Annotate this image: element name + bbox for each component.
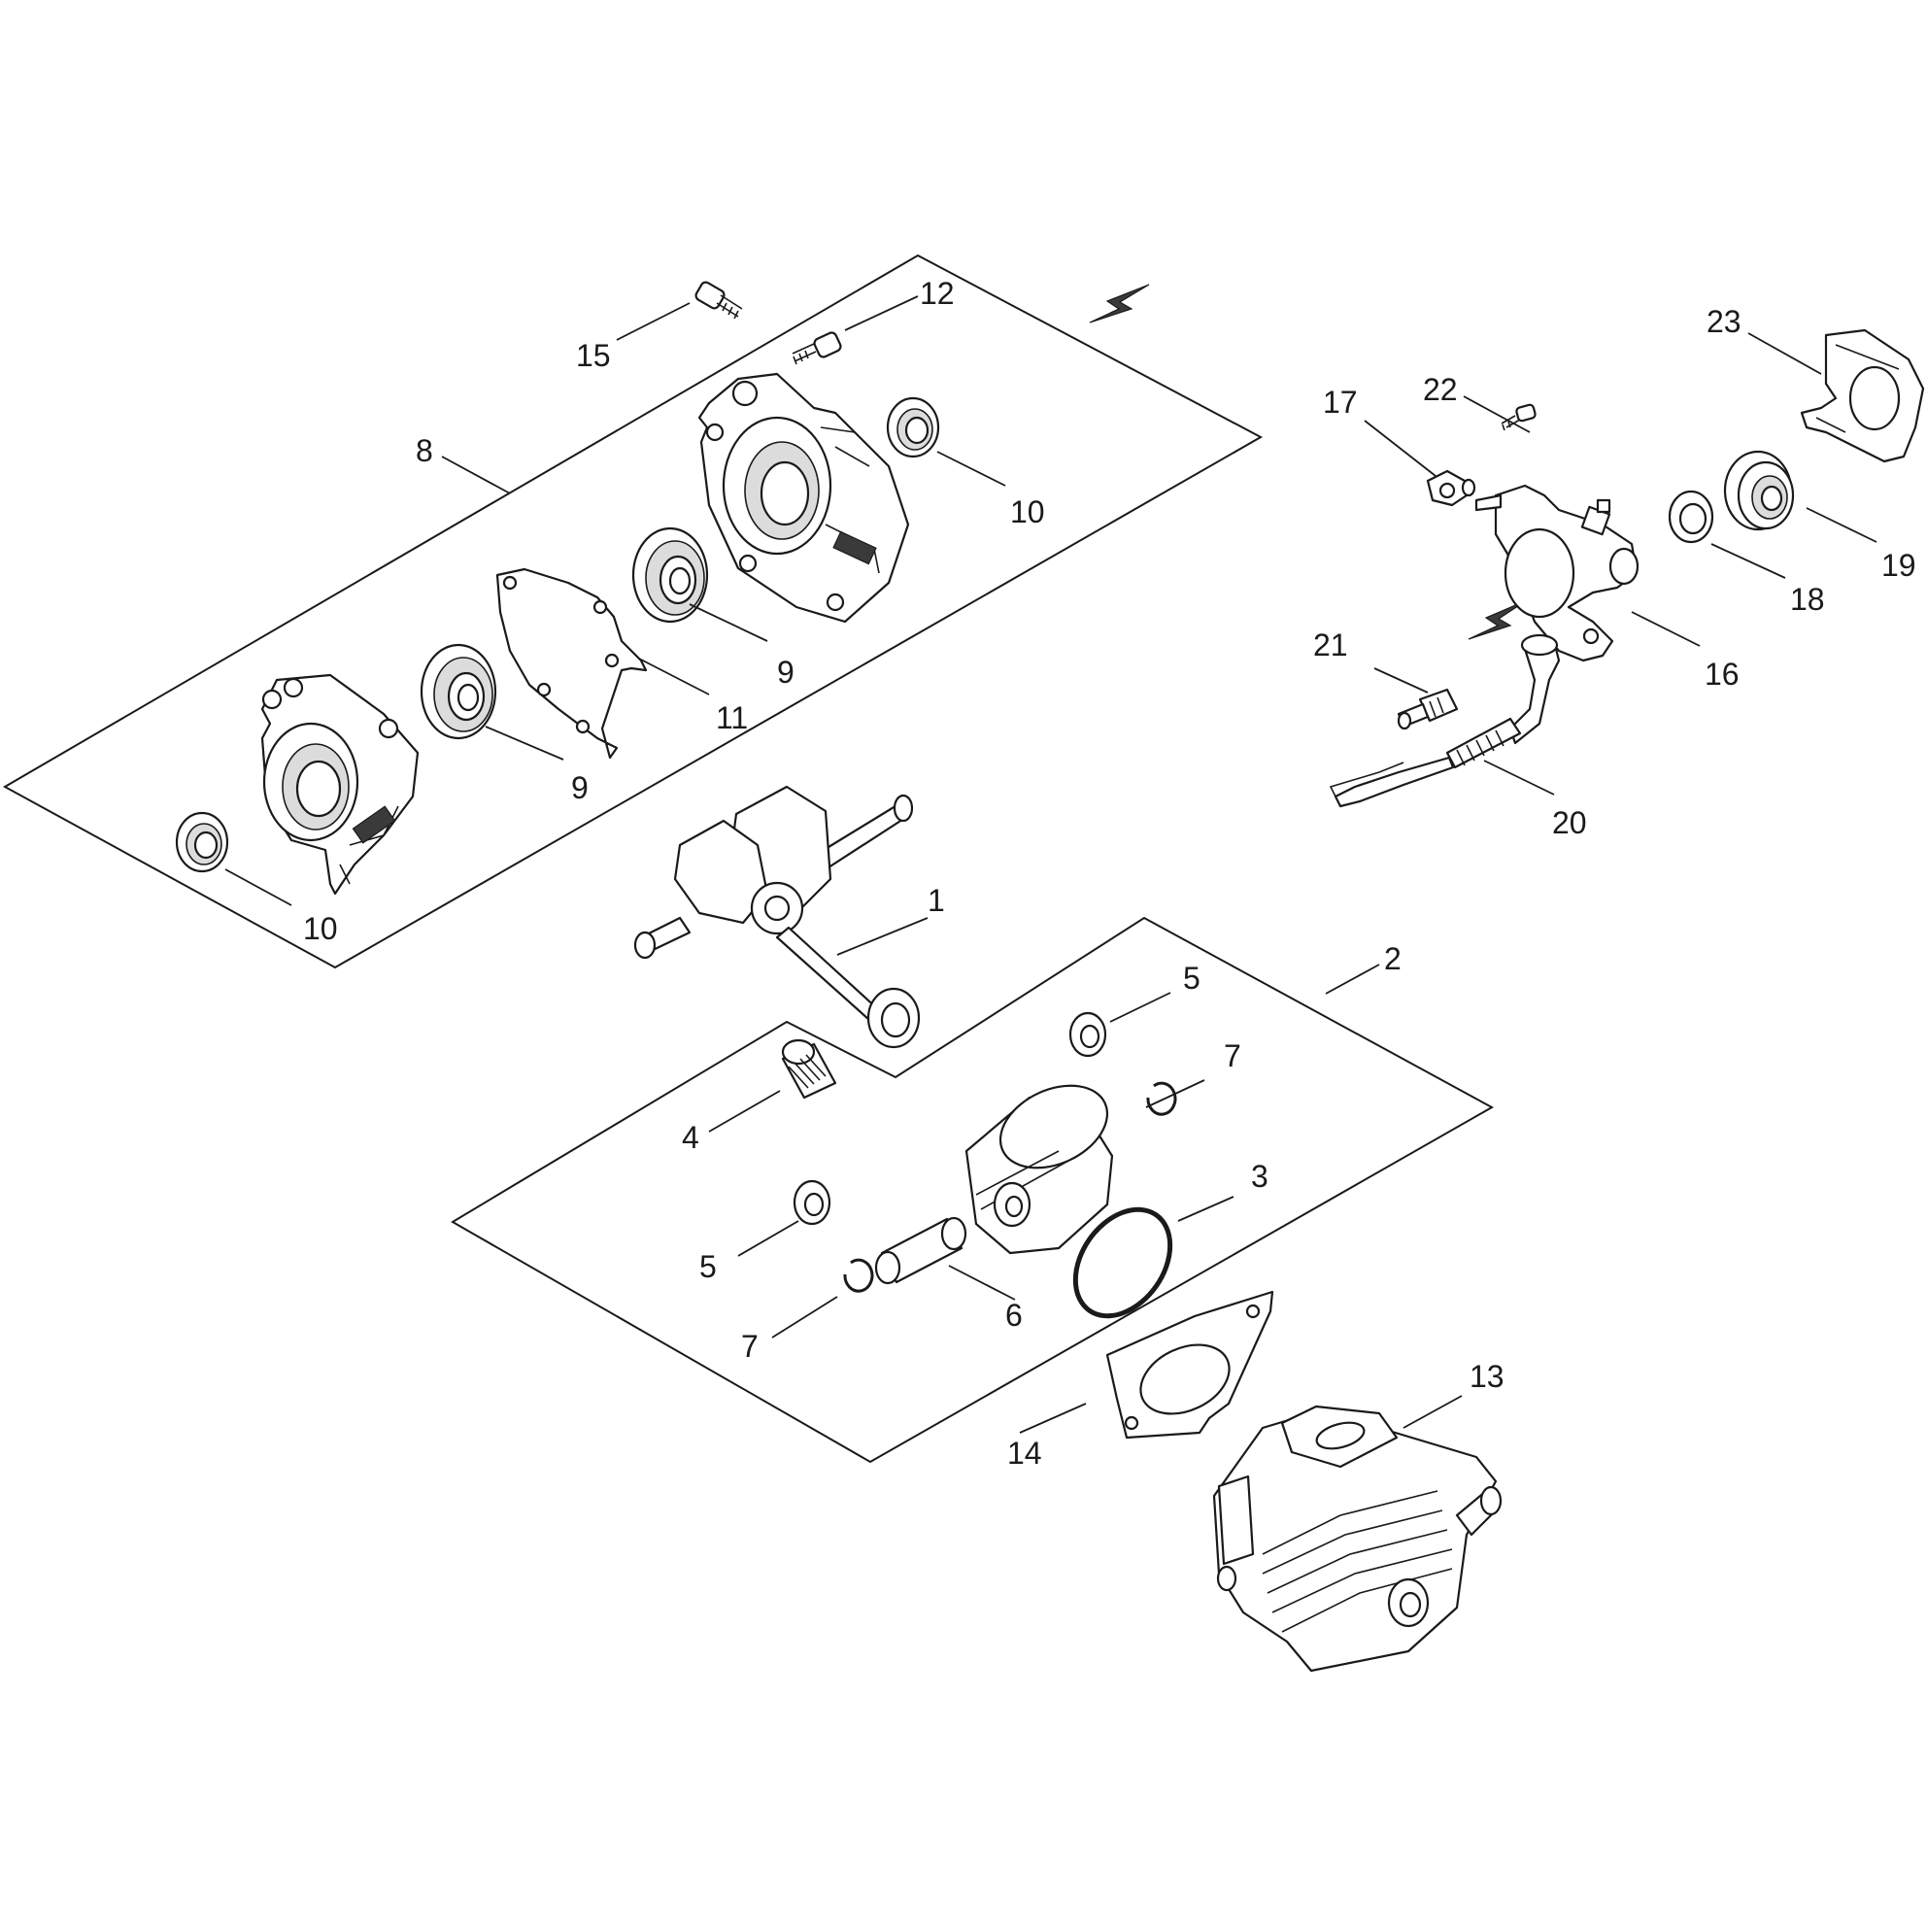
callout-1: 1 (928, 883, 945, 918)
callout-2: 2 (1384, 941, 1402, 976)
oil-filter-part-21 (1397, 688, 1459, 730)
callout-9-upper: 9 (777, 655, 794, 690)
direction-arrow-top (1089, 284, 1150, 323)
callout-13: 13 (1470, 1359, 1504, 1394)
callout-22: 22 (1423, 372, 1458, 407)
crankcase-half-right (697, 372, 910, 624)
callout-17: 17 (1323, 385, 1358, 420)
oil-hose-part-20 (1329, 633, 1561, 808)
callout-5-upper: 5 (1183, 961, 1200, 996)
callout-10-left: 10 (303, 911, 338, 946)
piston-group-box (451, 916, 1495, 1464)
callout-5-lower: 5 (699, 1249, 717, 1284)
piston-ring-part-3 (1072, 1206, 1173, 1319)
leader-lines (224, 295, 1877, 1434)
screw-part-12 (792, 331, 842, 365)
callout-8: 8 (416, 433, 433, 468)
callout-12: 12 (920, 276, 955, 311)
gasket-part-11 (495, 567, 648, 760)
callout-14: 14 (1007, 1436, 1042, 1471)
oil-seal-part-10-right (886, 396, 940, 458)
cover-plate-part-23 (1800, 328, 1925, 463)
cylinder-part-13 (1212, 1405, 1503, 1673)
circlip-part-7-lower (843, 1258, 874, 1293)
callout-3: 3 (1251, 1159, 1268, 1194)
washer-part-18 (1668, 490, 1714, 544)
callout-18: 18 (1790, 582, 1825, 617)
circlip-part-7-upper (1146, 1081, 1177, 1116)
direction-arrow-right (1468, 599, 1528, 640)
callout-21: 21 (1313, 627, 1348, 662)
washer-part-5-lower (793, 1179, 831, 1226)
crankshaft-part-1 (633, 785, 921, 1049)
needle-bearing-part-4 (781, 1038, 837, 1100)
callout-15: 15 (576, 338, 611, 373)
callout-20: 20 (1552, 805, 1587, 840)
piston (964, 1084, 1114, 1255)
crankcase-half-left (260, 673, 420, 896)
piston-pin-part-6 (874, 1216, 967, 1285)
bearing-part-9-lower (420, 643, 497, 740)
callout-6: 6 (1005, 1298, 1023, 1333)
callout-16: 16 (1705, 657, 1740, 692)
bushing-part-19 (1723, 450, 1795, 531)
callout-labels: 1 2 3 4 5 5 6 7 7 8 9 9 10 10 11 12 13 1… (303, 276, 1916, 1471)
callout-19: 19 (1881, 548, 1916, 583)
oil-seal-part-10-left (175, 811, 229, 873)
callout-7-upper: 7 (1224, 1038, 1241, 1073)
callout-10-right: 10 (1010, 494, 1045, 529)
callout-23: 23 (1707, 304, 1741, 339)
screw-part-15 (694, 281, 743, 320)
callout-4: 4 (682, 1120, 699, 1155)
bearing-part-9-upper (631, 526, 709, 624)
crankcase-group-box (2, 254, 1264, 969)
oil-pump-part-16 (1474, 484, 1640, 662)
callout-7-lower: 7 (741, 1329, 759, 1364)
callout-9-lower: 9 (571, 770, 589, 805)
washer-part-5-upper (1068, 1011, 1107, 1058)
cylinder-gasket-part-14 (1105, 1290, 1274, 1440)
bracket-part-17 (1426, 469, 1476, 507)
callout-11: 11 (716, 700, 748, 735)
